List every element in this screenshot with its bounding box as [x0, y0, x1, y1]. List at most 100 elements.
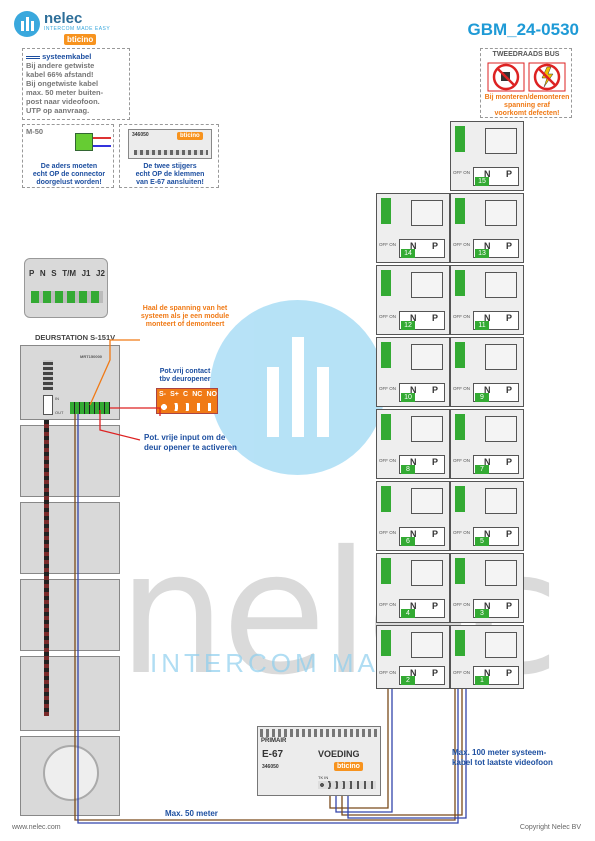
bticino-logo: bticino — [334, 762, 363, 771]
terminal-label: T/M — [62, 269, 76, 278]
e67-detail-box: 346050 bticino De twee stijgers echt OP … — [119, 124, 219, 188]
warning-box: TWEEDRAADS BUS Bij monteren/demonteren s… — [480, 48, 572, 118]
p-label: P — [506, 169, 513, 179]
bticino-logo: bticino — [177, 132, 203, 140]
distance-note: kabel tot laatste videofoon — [452, 758, 553, 767]
station-label: DEURSTATION S-151V — [35, 333, 116, 342]
e67-detail-code: 346050 — [132, 132, 149, 138]
e67-caption: van E-67 aansluiten! — [136, 179, 204, 186]
offon-label: OFF ON — [453, 314, 470, 319]
relay-terminal: S- — [159, 391, 166, 398]
relay-terminal: NC — [192, 391, 203, 398]
in-label: IN — [55, 396, 59, 401]
terminal-label: J1 — [81, 269, 91, 278]
offon-label: OFF ON — [379, 530, 396, 535]
apartment-number: 14 — [401, 249, 415, 258]
cable-note-line: post naar videofoon. — [26, 97, 100, 106]
bticino-logo: bticino — [64, 34, 97, 45]
e67-caption: echt OP de klemmen — [135, 171, 205, 178]
n-label: N — [410, 668, 417, 678]
offon-label: OFF ON — [379, 670, 396, 675]
p-label: P — [506, 313, 513, 323]
nelec-logo-icon — [14, 11, 40, 37]
n-label: N — [410, 385, 417, 395]
relay-terminal: C — [183, 391, 189, 398]
p-label: P — [432, 241, 439, 251]
out-label: OUT — [55, 410, 64, 415]
e67-name: E-67 — [262, 749, 284, 760]
orange-note: monteert of demonteert — [145, 321, 225, 328]
n-label: N — [484, 668, 491, 678]
p-label: P — [432, 313, 439, 323]
distance-note: Max. 100 meter systeem- — [452, 748, 547, 757]
n-label: N — [410, 529, 417, 539]
e67-code: 346050 — [262, 764, 279, 770]
offon-label: OFF ON — [453, 670, 470, 675]
dip-switch-icon — [43, 360, 53, 390]
cable-note-line: kabel 66% afstand! — [26, 70, 94, 79]
station-bus-cable — [44, 420, 49, 716]
connector-icon — [75, 133, 93, 151]
station-module — [20, 656, 120, 731]
apartment-unit: OFF ON N P 4 — [376, 553, 450, 623]
offon-label: OFF ON — [379, 386, 396, 391]
apartment-number: 3 — [475, 609, 489, 618]
pot-input-note: deur opener te activeren — [144, 443, 237, 452]
station-module — [20, 579, 120, 651]
p-label: P — [506, 529, 513, 539]
offon-label: OFF ON — [453, 458, 470, 463]
e67-caption: De twee stijgers — [143, 163, 197, 170]
m50-caption: doorgelust worden! — [36, 179, 102, 186]
p-label: P — [506, 601, 513, 611]
apartment-number: 5 — [475, 537, 489, 546]
brand-name: nelec — [44, 10, 83, 27]
apartment-number: 4 — [401, 609, 415, 618]
cable-note-label: systeemkabel — [42, 52, 92, 61]
apartment-number: 7 — [475, 465, 489, 474]
watermark-circle — [210, 300, 385, 475]
e67-power-supply: PRIMAIR E-67 VOEDING 346050 bticino TK I… — [257, 726, 381, 796]
p-label: P — [432, 601, 439, 611]
offon-label: OFF ON — [379, 458, 396, 463]
p-label: P — [432, 385, 439, 395]
apartment-number: 9 — [475, 393, 489, 402]
relay-terminal: NO — [206, 391, 217, 398]
n-label: N — [410, 601, 417, 611]
n-label: N — [484, 601, 491, 611]
cable-note-line: UTP op aanvraag. — [26, 106, 90, 115]
offon-label: OFF ON — [379, 242, 396, 247]
page-title: GBM_24-0530 — [467, 20, 579, 39]
terminal-label: N — [39, 269, 46, 278]
e67-module-icon: 346050 bticino — [128, 129, 212, 159]
max-50-label: Max. 50 meter — [165, 809, 218, 818]
n-label: N — [484, 169, 491, 179]
apartment-number: 1 — [475, 676, 489, 685]
offon-label: OFF ON — [379, 602, 396, 607]
n-label: N — [484, 529, 491, 539]
pot-input-note: Pot. vrije input om de — [144, 433, 226, 442]
relay-terminal: S+ — [170, 391, 179, 398]
apartment-number: 11 — [475, 321, 489, 330]
warning-line: spanning eraf — [504, 102, 550, 109]
cable-note-line: max. 50 meter buiten- — [26, 88, 104, 97]
n-label: N — [410, 457, 417, 467]
p-label: P — [432, 529, 439, 539]
warning-line: voorkomt defecten! — [494, 110, 560, 117]
p-label: P — [432, 457, 439, 467]
warning-title: TWEEDRAADS BUS — [492, 51, 560, 58]
p-label: P — [506, 241, 513, 251]
m50-caption: De aders moeten — [40, 163, 98, 170]
offon-label: OFF ON — [453, 602, 470, 607]
wire-icon — [93, 137, 111, 147]
apartment-number: 13 — [475, 249, 489, 258]
p-label: P — [432, 668, 439, 678]
